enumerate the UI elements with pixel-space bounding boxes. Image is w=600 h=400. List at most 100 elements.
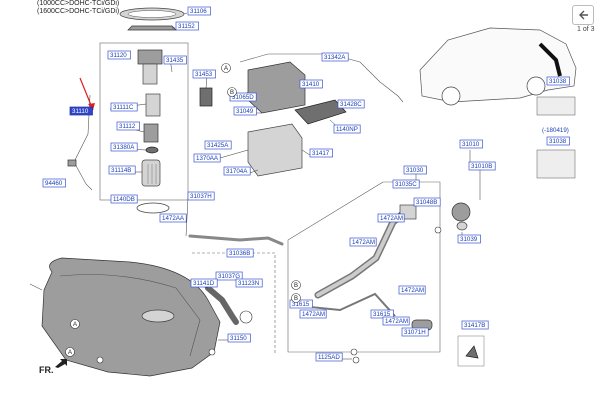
part-label-31615-39[interactable]: 31615: [370, 309, 394, 319]
front-arrow-icon: [55, 359, 67, 368]
vapor-hose: [239, 53, 404, 103]
part-label-1472AA-22[interactable]: 1472AA: [159, 213, 187, 223]
part-label-selected[interactable]: 31110: [69, 106, 93, 116]
part-label-31120-2[interactable]: 31120: [107, 50, 131, 60]
back-button[interactable]: [572, 5, 594, 25]
part-label-31065D-6[interactable]: 31065D: [229, 92, 257, 102]
part-label-1472AM-38-text: 1472AM: [302, 311, 325, 318]
part-label-31112-11-text: 31112: [119, 123, 136, 130]
part-label-31112-11[interactable]: 31112: [116, 121, 140, 131]
part-label-31152-1[interactable]: 31152: [175, 21, 199, 31]
callout-a-0: A: [221, 63, 231, 73]
part-label-31704A-18[interactable]: 31704A: [223, 166, 251, 176]
callout-letter: B: [230, 90, 234, 96]
part-label-31030-28-box: [403, 165, 427, 175]
part-label-31038-43-box: [546, 76, 570, 86]
part-label-31030-28[interactable]: 31030: [403, 165, 427, 175]
part-31417b: [465, 345, 479, 359]
part-label-1472AM-35-box: [349, 237, 377, 247]
part-label-31071H-41[interactable]: 31071H: [401, 327, 429, 337]
part-label-1472AM-36[interactable]: 1472AM: [398, 285, 426, 295]
part-label-1370AA-16[interactable]: 1370AA: [193, 153, 221, 163]
fuel-tank: [41, 257, 221, 377]
part-label-31120-2-box: [107, 50, 131, 60]
part-label-31380A-14-text: 31380A: [113, 144, 135, 151]
part-label-31380A-14-box: [110, 142, 138, 152]
part-label-31071H-41-text: 31071H: [404, 329, 426, 336]
part-label-1140DB-20-box: [110, 194, 138, 204]
part-label-31106-0-text: 31106: [190, 8, 207, 15]
part-label-31035C-30[interactable]: 31035C: [392, 179, 420, 189]
part-label-31120-2-text: 31120: [110, 52, 127, 59]
part-label-31342A-5-text: 31342A: [324, 54, 346, 61]
hose-clamp: [239, 310, 253, 324]
part-label-31036B-23-text: 31036B: [229, 250, 250, 257]
part-label-31417B-45[interactable]: 31417B: [461, 320, 489, 330]
part-label-31615-37[interactable]: 31615: [289, 299, 313, 309]
part-label-31114B-17[interactable]: 31114B: [108, 165, 136, 175]
pump-body: [143, 123, 159, 143]
label-plate-2: [536, 149, 576, 179]
part-label-1140DB-20[interactable]: 1140DB: [110, 194, 138, 204]
part-label-31152-1-text: 31152: [178, 23, 195, 30]
page-indicator: 1 of 3: [577, 26, 595, 33]
part-label-31417-15[interactable]: 31417: [309, 148, 333, 158]
part-label-31106-0-box: [187, 6, 211, 16]
part-label-31417B-45-text: 31417B: [464, 322, 485, 329]
part-label-31048B-31[interactable]: 31048B: [413, 197, 441, 207]
fill-hose-lower: [205, 285, 239, 325]
part-label-31039-34[interactable]: 31039: [457, 234, 481, 244]
part-label-1140NP-12[interactable]: 1140NP: [333, 124, 361, 134]
part-label-31428C-9-box: [337, 99, 365, 109]
part-label-31111C-7[interactable]: 31111C: [110, 102, 138, 112]
selected-part-pointer-head: [88, 103, 95, 110]
part-label-1472AM-40[interactable]: 1472AM: [382, 316, 410, 326]
part-label-31150-27-text: 31150: [230, 335, 247, 342]
part-label-31010B-32[interactable]: 31010B: [468, 161, 496, 171]
tank-contour: [59, 274, 201, 357]
part-label-31065D-6-text: 31065D: [232, 94, 254, 101]
part-label-31428C-9[interactable]: 31428C: [337, 99, 365, 109]
part-label-1472AM-38-box: [299, 309, 327, 319]
part-label-31141D-25[interactable]: 31141D: [190, 278, 218, 288]
part-label-31010-29[interactable]: 31010: [459, 139, 483, 149]
callout-letter: A: [224, 66, 228, 72]
part-label-31453-4-text: 31453: [195, 71, 213, 78]
part-label-31410-8[interactable]: 31410: [299, 79, 323, 89]
part-label-31114B-17-text: 31114B: [111, 167, 131, 174]
part-label-31425A-13[interactable]: 31425A: [204, 140, 232, 150]
callout-b-5: B: [291, 293, 301, 303]
part-label-1472AM-35[interactable]: 1472AM: [349, 237, 377, 247]
part-label-31435-3[interactable]: 31435: [163, 55, 187, 65]
part-label-31037G-24[interactable]: 31037G: [215, 271, 243, 281]
part-label-31037H-21[interactable]: 31037H: [187, 191, 215, 201]
part-label-1370AA-16-box: [193, 153, 221, 163]
part-label-31038-43[interactable]: 31038: [546, 76, 570, 86]
part-label-31380A-14[interactable]: 31380A: [110, 142, 138, 152]
part-label-31615-39-text: 31615: [373, 311, 391, 318]
part-label-layer: 31106 31152 31120 31435 31453 31342A 31065D 311…: [42, 6, 570, 362]
part-label-31453-4[interactable]: 31453: [192, 69, 216, 79]
part-label-31049-10[interactable]: 31049: [233, 106, 257, 116]
vehicle-front-wheel: [441, 86, 461, 106]
part-label-31036B-23[interactable]: 31036B: [226, 248, 254, 258]
part-label-31123N-26-text: 31123N: [238, 280, 259, 287]
bolt-marker: [350, 348, 358, 356]
pump-top-housing: [142, 63, 158, 85]
part-label-31150-27[interactable]: 31150: [227, 333, 251, 343]
part-label-1472AM-36-box: [398, 285, 426, 295]
part-label-31123N-26[interactable]: 31123N: [235, 278, 263, 288]
callout-a-2: A: [70, 319, 80, 329]
part-label-31342A-5[interactable]: 31342A: [321, 52, 349, 62]
callout-letter: B: [294, 296, 298, 302]
part-label-31038-44[interactable]: 31038: [546, 136, 570, 146]
leader-line: [185, 197, 189, 237]
pump-o-ring: [136, 202, 170, 214]
part-label-1125AD-42[interactable]: 1125AD: [315, 352, 343, 362]
part-label-1472AM-33[interactable]: 1472AM: [377, 213, 405, 223]
part-label-94460-19[interactable]: 94460: [42, 178, 66, 188]
part-label-31410-8-text: 31410: [302, 81, 320, 88]
tank-strap-left: [29, 283, 43, 291]
part-label-31106-0[interactable]: 31106: [187, 6, 211, 16]
part-label-1472AM-38[interactable]: 1472AM: [299, 309, 327, 319]
